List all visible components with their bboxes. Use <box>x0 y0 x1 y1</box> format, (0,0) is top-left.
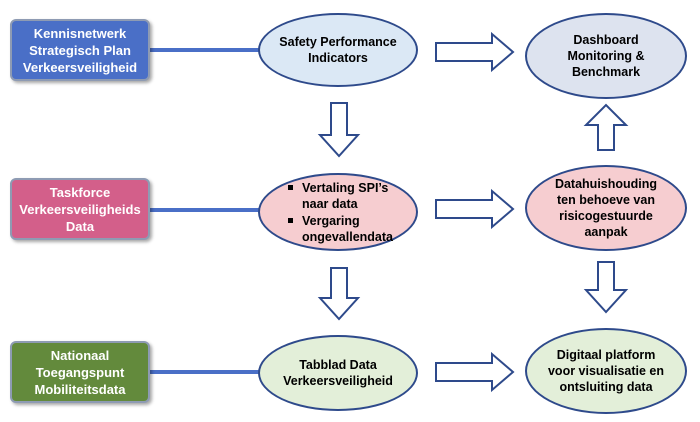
node-dashboard-line-3: Benchmark <box>571 65 641 79</box>
node-dashboard: Dashboard Monitoring & Benchmark <box>525 13 687 99</box>
node-dashboard-line-2: Monitoring & <box>567 49 645 63</box>
box-taskforce: Taskforce Verkeersveiligheids Data <box>10 178 150 240</box>
arrow-right-1 <box>435 31 515 73</box>
task-item-vertaling: Vertaling SPI’s naar data <box>286 180 393 212</box>
node-platform-line-3: ontsluiting data <box>559 380 653 394</box>
box-taskforce-line-3: Data <box>65 218 95 234</box>
box-nationaal-line-3: Mobiliteitsdata <box>34 381 126 397</box>
node-tasks: Vertaling SPI’s naar data Vergaring onge… <box>258 173 418 251</box>
node-platform-line-2: voor visualisatie en <box>547 364 665 378</box>
arrow-down-2 <box>317 267 361 321</box>
node-dashboard-line-1: Dashboard <box>573 33 639 47</box>
arrow-down-3 <box>583 261 629 314</box>
arrow-right-2 <box>435 188 515 230</box>
task-vertaling-line-1: Vertaling SPI’s <box>302 180 389 195</box>
box-nationaal-line-1: Nationaal <box>50 347 110 363</box>
task-item-vergaring: Vergaring ongevallendata <box>286 213 393 245</box>
node-datahuishouding-line-1: Datahuishouding <box>554 177 658 191</box>
node-datahuishouding-line-4: aanpak <box>584 225 628 239</box>
task-vergaring-line-1: Vergaring <box>302 213 360 228</box>
task-list: Vertaling SPI’s naar data Vergaring onge… <box>286 179 393 246</box>
node-digitaal-platform: Digitaal platform voor visualisatie en o… <box>525 328 687 414</box>
box-taskforce-line-1: Taskforce <box>49 184 111 200</box>
node-datahuishouding-line-3: risicogestuurde <box>559 209 653 223</box>
arrow-right-3 <box>435 351 515 393</box>
box-nationaal-line-2: Toegangspunt <box>35 364 125 380</box>
node-datahuishouding: Datahuishouding ten behoeve van risicoge… <box>525 165 687 251</box>
box-nationaal: Nationaal Toegangspunt Mobiliteitsdata <box>10 341 150 403</box>
node-tabblad-data: Tabblad Data Verkeersveiligheid <box>258 335 418 411</box>
node-datahuishouding-line-2: ten behoeve van <box>557 193 655 207</box>
node-platform-line-1: Digitaal platform <box>556 348 656 362</box>
arrow-up <box>583 103 629 151</box>
box-kennisnetwerk-line-3: Verkeersveiligheid <box>22 59 138 75</box>
box-kennisnetwerk-line-1: Kennisnetwerk <box>33 25 127 41</box>
node-tabblad-line-1: Tabblad Data <box>299 358 377 372</box>
node-safety-performance-indicators: Safety Performance Indicators <box>258 13 418 87</box>
box-kennisnetwerk-line-2: Strategisch Plan <box>29 42 131 58</box>
node-spi-line-2: Indicators <box>308 51 368 65</box>
box-taskforce-line-2: Verkeersveiligheids <box>19 201 141 217</box>
node-tabblad-line-2: Verkeersveiligheid <box>283 374 393 388</box>
node-spi-line-1: Safety Performance <box>279 35 397 49</box>
box-kennisnetwerk: Kennisnetwerk Strategisch Plan Verkeersv… <box>10 19 150 81</box>
task-vertaling-line-2: naar data <box>302 196 358 211</box>
task-vergaring-line-2: ongevallendata <box>302 229 393 244</box>
arrow-down-1 <box>317 102 361 158</box>
